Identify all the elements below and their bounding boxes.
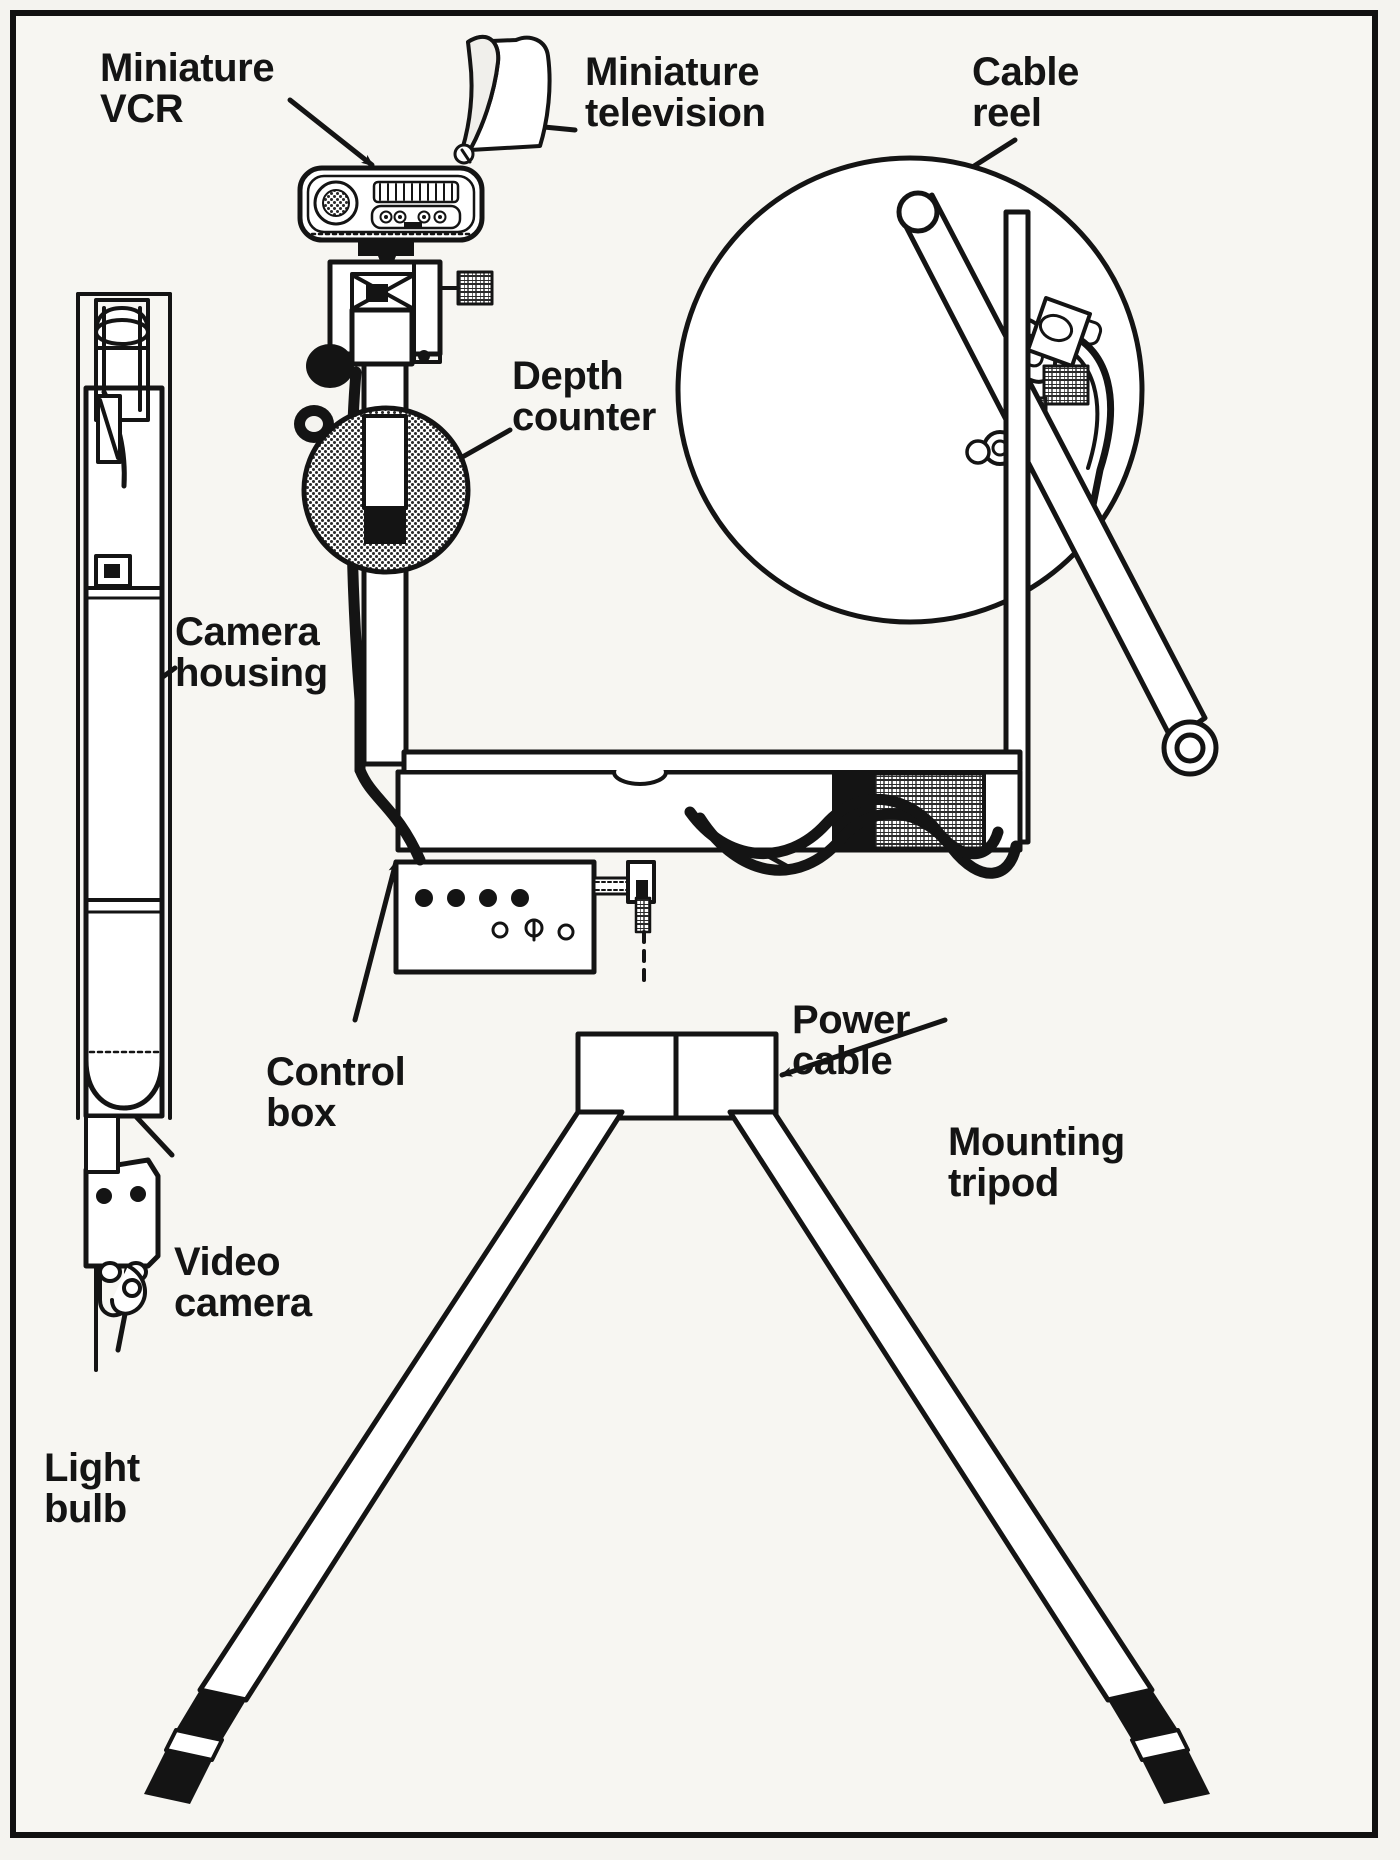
label-camera-housing: Camera housing <box>175 610 328 695</box>
leader-miniature-vcr <box>287 97 375 168</box>
beam-connector <box>592 860 656 982</box>
power-cable <box>684 793 1022 879</box>
label-power-cable: Power cable <box>792 998 911 1083</box>
miniature-vcr <box>297 165 485 266</box>
reel-support-bar <box>1003 209 1031 845</box>
miniature-television <box>453 34 552 165</box>
control-box <box>354 764 597 975</box>
label-light-bulb: Light bulb <box>44 1446 140 1531</box>
label-depth-counter: Depth counter <box>512 354 656 439</box>
light-bulb <box>94 1261 148 1372</box>
label-video-camera: Video camera <box>174 1240 312 1325</box>
label-mounting-tripod: Mounting tripod <box>948 1120 1125 1205</box>
label-cable-reel: Cable reel <box>972 50 1079 135</box>
video-camera <box>83 1114 161 1269</box>
camera-housing <box>76 292 172 1120</box>
camera-housing-internals <box>84 298 164 600</box>
tripod-feet <box>144 1690 1210 1804</box>
label-miniature-television: Miniature television <box>585 50 766 135</box>
label-miniature-vcr: Miniature VCR <box>100 46 275 131</box>
control-box-indicator-lights <box>415 889 529 907</box>
leader-mounting-tripod <box>779 1017 948 1078</box>
leader-control-box <box>352 859 399 1023</box>
label-control-box: Control box <box>266 1050 406 1135</box>
cable-reel-bracket <box>1026 296 1092 406</box>
control-box-knobs <box>491 918 575 942</box>
tripod-head <box>575 1031 779 1121</box>
beam-top-member <box>401 749 1023 773</box>
cable-reel-arm <box>896 190 1219 777</box>
depth-counter <box>301 405 471 575</box>
